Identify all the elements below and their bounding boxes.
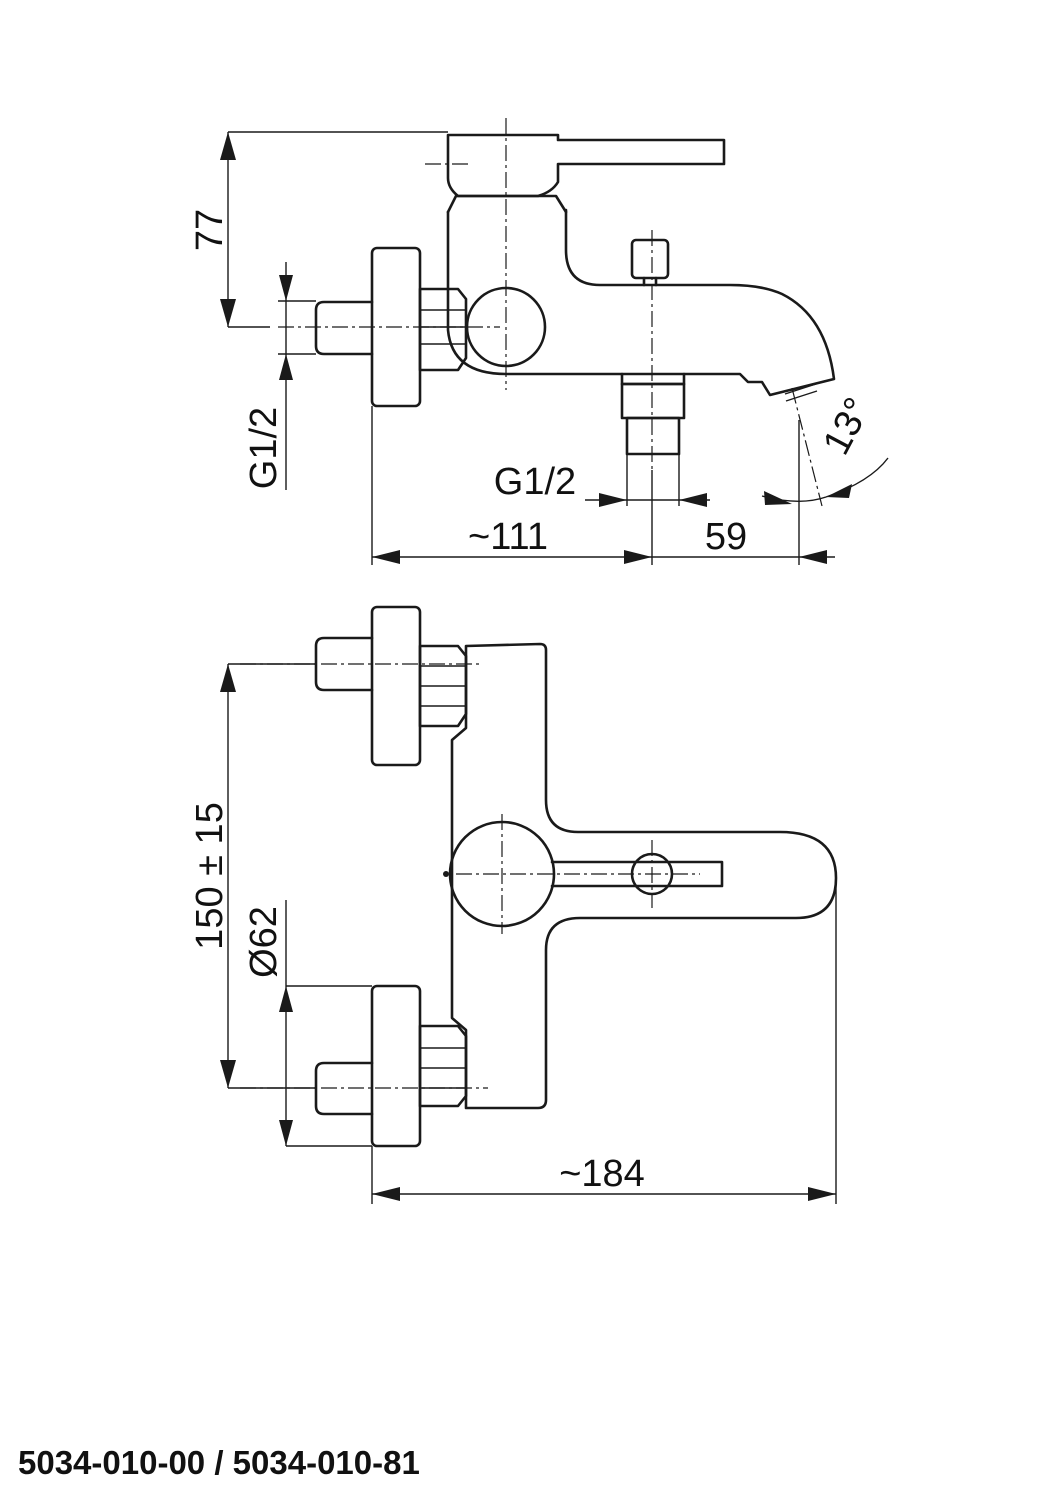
dim-width-label: ~184 [559,1153,645,1195]
dim-spout-label: 59 [705,516,747,558]
inlet-connector [314,300,374,356]
hex-nut [418,287,468,372]
lever-handle [446,133,726,198]
upper-flange [370,605,422,767]
dim-depth-label: ~111 [468,516,548,558]
diverter-knob [630,238,670,280]
product-code: 5034-010-00 / 5034-010-81 [18,1444,420,1481]
shower-outlet [620,382,686,420]
mixer-body [446,208,836,397]
dim-diameter-label: Ø62 [243,906,285,978]
dim-inlet-thread-label: G1/2 [243,407,285,489]
top-view: 150 ± 15 Ø62 ~184 [189,605,838,1204]
cartridge-cap [446,194,568,214]
mixer-body-top [450,642,838,1110]
lower-flange [370,984,422,1148]
shower-outlet-thread [625,416,681,456]
dim-height-label: 77 [189,209,231,251]
side-view: 77 G1/2 G1/2 ~111 59 13° [189,118,889,565]
lower-hex-nut [418,1024,468,1108]
dim-spacing-label: 150 ± 15 [189,802,231,950]
dim-outlet-thread-label: G1/2 [494,461,576,503]
dim-angle-label: 13° [815,391,879,461]
